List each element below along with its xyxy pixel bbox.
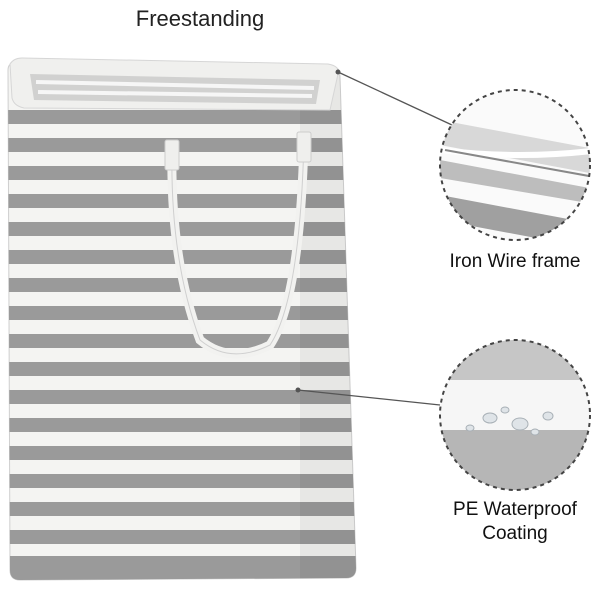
water-droplets-closeup-icon <box>439 339 591 491</box>
frame-leader-line <box>337 71 453 126</box>
wire-frame-closeup-icon <box>439 89 591 241</box>
coating-leader-line <box>297 389 441 406</box>
frame-callout-label: Iron Wire frame <box>449 251 581 272</box>
coating-callout-label: PE Waterproof Coating <box>420 498 600 546</box>
coating-label-line1: PE Waterproof <box>453 499 577 520</box>
hamper-body <box>7 57 357 581</box>
handle-anchor-right <box>296 131 312 163</box>
page-title: Freestanding <box>135 6 265 31</box>
handle-anchor-left <box>164 139 180 171</box>
hamper-stripes <box>8 62 356 580</box>
coating-label-line2: Coating <box>482 522 548 544</box>
